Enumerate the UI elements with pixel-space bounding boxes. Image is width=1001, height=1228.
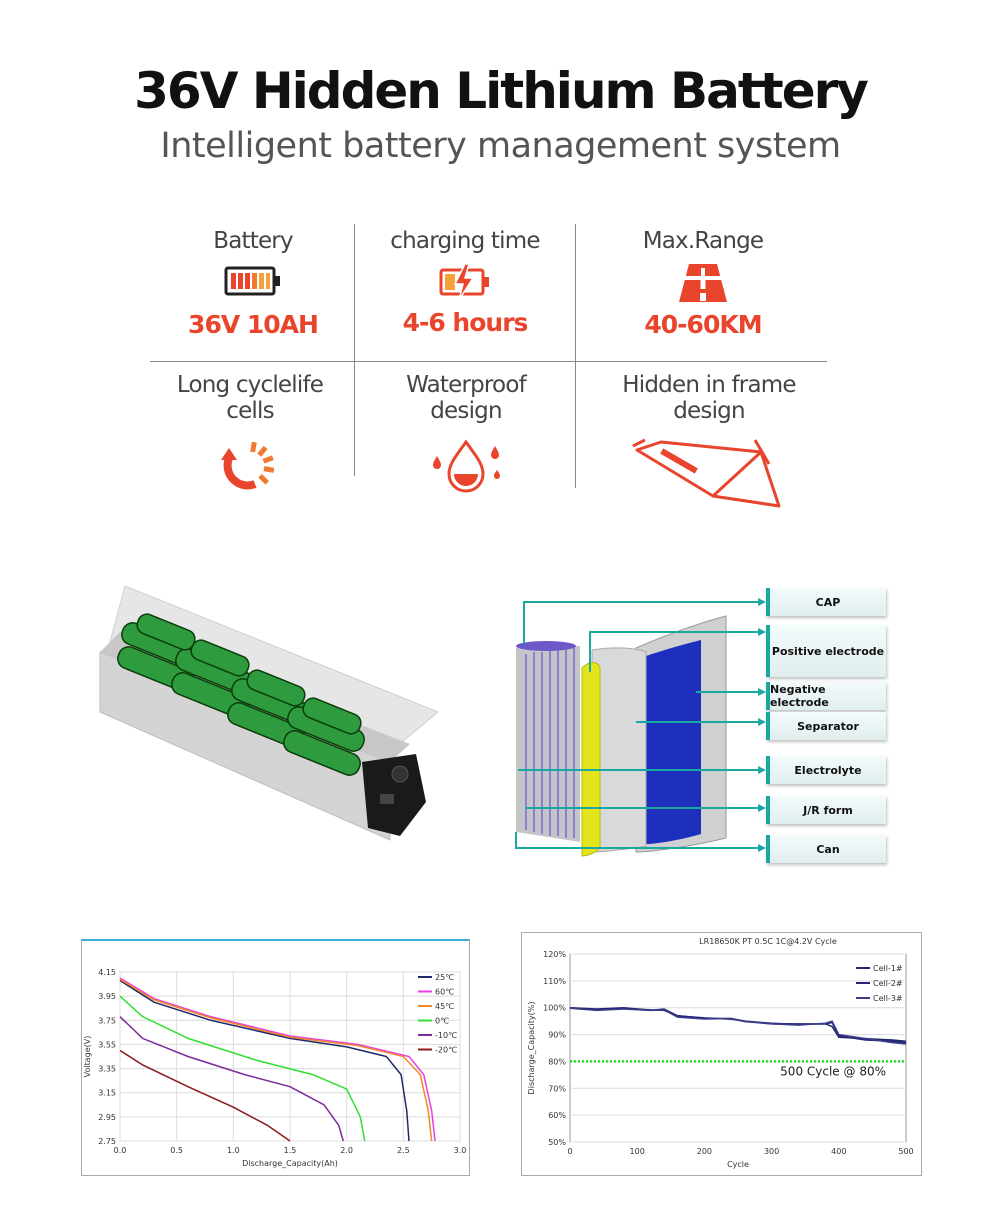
series-line	[569, 1007, 907, 1045]
series-line	[119, 1049, 291, 1142]
grid-divider	[150, 361, 827, 362]
legend-label: Cell-1#	[873, 964, 903, 973]
spec-label: Long cyclelife cells	[176, 372, 324, 424]
x-tick-label: 0.0	[114, 1146, 127, 1155]
x-tick-label: 100	[630, 1147, 645, 1156]
legend-label: 45℃	[435, 1002, 454, 1011]
legend-label: -10℃	[435, 1031, 457, 1040]
spec-hidden-frame: Hidden in frame design	[586, 372, 832, 520]
cycle-chart-svg: 120% 110% 100% 90% 80% 70% 60% 50%0 100 200 300 400…	[527, 937, 914, 1169]
series-line	[119, 995, 366, 1142]
x-tick-label: 1.0	[227, 1146, 240, 1155]
cell-structure-diagram	[496, 586, 900, 868]
spec-waterproof: Waterproof design	[368, 372, 564, 494]
battery-pack-image	[90, 582, 440, 844]
y-tick-label: 70%	[548, 1084, 566, 1093]
x-tick-label: 400	[831, 1147, 846, 1156]
x-tick-label: 3.0	[454, 1146, 467, 1155]
spec-label: charging time	[390, 228, 540, 254]
chart-title: LR18650K PT 0.5C 1C@4.2V Cycle	[699, 937, 837, 946]
series-line	[119, 978, 433, 1142]
grid-divider	[354, 224, 355, 476]
charging-icon	[439, 263, 489, 301]
plot-area	[569, 953, 907, 1143]
legend-label: 60℃	[435, 988, 454, 997]
legend-label: Cell-3#	[873, 994, 903, 1003]
x-tick-label: 0	[567, 1147, 572, 1156]
label-negative-electrode: Negative electrode	[766, 682, 886, 710]
annotation: 500 Cycle @ 80%	[780, 1064, 886, 1078]
water-drop-icon	[433, 439, 500, 493]
x-tick-label: 500	[898, 1147, 913, 1156]
series-line	[119, 979, 410, 1142]
series-line	[119, 977, 436, 1142]
label-jr-form: J/R form	[766, 796, 886, 824]
y-tick-label: 50%	[548, 1138, 566, 1147]
spec-label: Max.Range	[642, 228, 764, 254]
label-separator: Separator	[766, 712, 886, 740]
y-tick-label: 3.15	[98, 1089, 116, 1098]
y-tick-label: 4.15	[98, 968, 116, 977]
y-tick-label: 90%	[548, 1031, 566, 1040]
x-tick-label: 2.5	[397, 1146, 410, 1155]
y-tick-label: 120%	[543, 950, 566, 959]
spec-cycle-life: Long cyclelife cells	[150, 372, 350, 496]
y-tick-label: 3.95	[98, 992, 116, 1001]
y-tick-label: 110%	[543, 977, 566, 986]
spec-label: Hidden in frame design	[622, 372, 796, 424]
spec-value: 40-60KM	[644, 310, 762, 339]
x-axis-label: Discharge_Capacity(Ah)	[242, 1159, 338, 1168]
x-tick-label: 300	[764, 1147, 779, 1156]
series-line	[119, 1016, 344, 1142]
y-tick-label: 60%	[548, 1111, 566, 1120]
x-tick-label: 2.0	[340, 1146, 353, 1155]
battery-icon	[224, 266, 280, 296]
y-tick-label: 3.55	[98, 1040, 116, 1049]
spec-battery: Battery 36V 10AH	[160, 228, 346, 339]
label-cap: CAP	[766, 588, 886, 616]
page-title: 36V Hidden Lithium Battery	[134, 62, 869, 120]
y-tick-label: 100%	[543, 1004, 566, 1013]
spec-value: 36V 10AH	[188, 310, 319, 339]
y-axis-label: Voltage(V)	[83, 1036, 92, 1078]
spec-charging-time: charging time 4-6 hours	[370, 228, 560, 337]
page-subtitle: Intelligent battery management system	[160, 126, 841, 166]
y-axis-label: Discharge_Capacity(%)	[527, 1002, 536, 1095]
bike-frame-icon	[632, 438, 781, 508]
legend-label: -20℃	[435, 1046, 457, 1055]
label-can: Can	[766, 835, 886, 863]
x-tick-label: 1.5	[284, 1146, 297, 1155]
road-icon	[679, 264, 727, 302]
legend-label: Cell-2#	[873, 979, 903, 988]
x-axis-label: Cycle	[727, 1160, 749, 1169]
spec-max-range: Max.Range 40-60KM	[600, 228, 806, 339]
grid-divider	[575, 224, 576, 488]
spec-label: Waterproof design	[406, 372, 527, 424]
y-tick-label: 3.35	[98, 1065, 116, 1074]
series-line	[569, 1006, 907, 1043]
legend-label: 0℃	[435, 1017, 449, 1026]
legend-label: 25℃	[435, 973, 454, 982]
y-tick-label: 2.75	[98, 1137, 116, 1146]
cycle-chart: 120% 110% 100% 90% 80% 70% 60% 50%0 100 200 300 400…	[521, 932, 922, 1176]
spec-label: Battery	[213, 228, 293, 254]
x-tick-label: 200	[697, 1147, 712, 1156]
discharge-chart-svg: 4.15 3.95 3.75 3.55 3.35 3.15 2.95 2.750.0 0.5 1.…	[83, 968, 467, 1168]
label-electrolyte: Electrolyte	[766, 756, 886, 784]
y-tick-label: 3.75	[98, 1016, 116, 1025]
y-tick-label: 2.95	[98, 1113, 116, 1122]
y-tick-label: 80%	[548, 1057, 566, 1066]
label-positive-electrode: Positive electrode	[766, 625, 886, 677]
x-tick-label: 0.5	[170, 1146, 183, 1155]
spec-value: 4-6 hours	[402, 308, 529, 337]
cycle-icon	[221, 441, 275, 490]
